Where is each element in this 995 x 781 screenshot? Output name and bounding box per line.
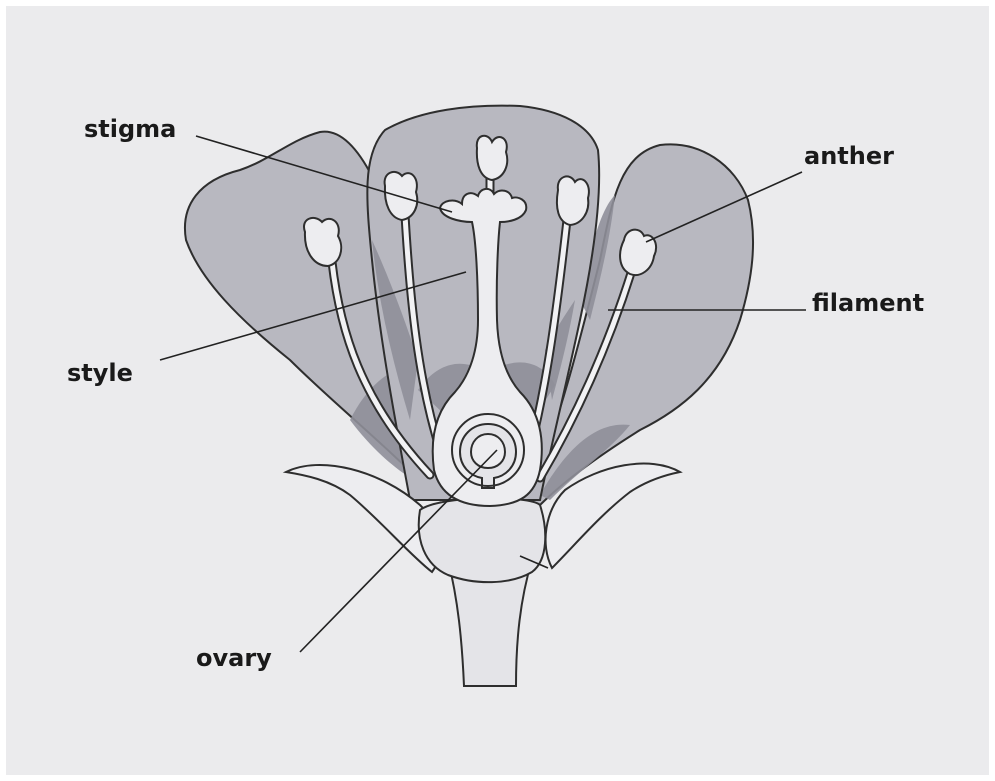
- label-filament: filament: [812, 291, 924, 315]
- label-ovary: ovary: [196, 646, 272, 670]
- label-anther: anther: [804, 144, 894, 168]
- label-style: style: [67, 361, 133, 385]
- label-stigma: stigma: [84, 117, 176, 141]
